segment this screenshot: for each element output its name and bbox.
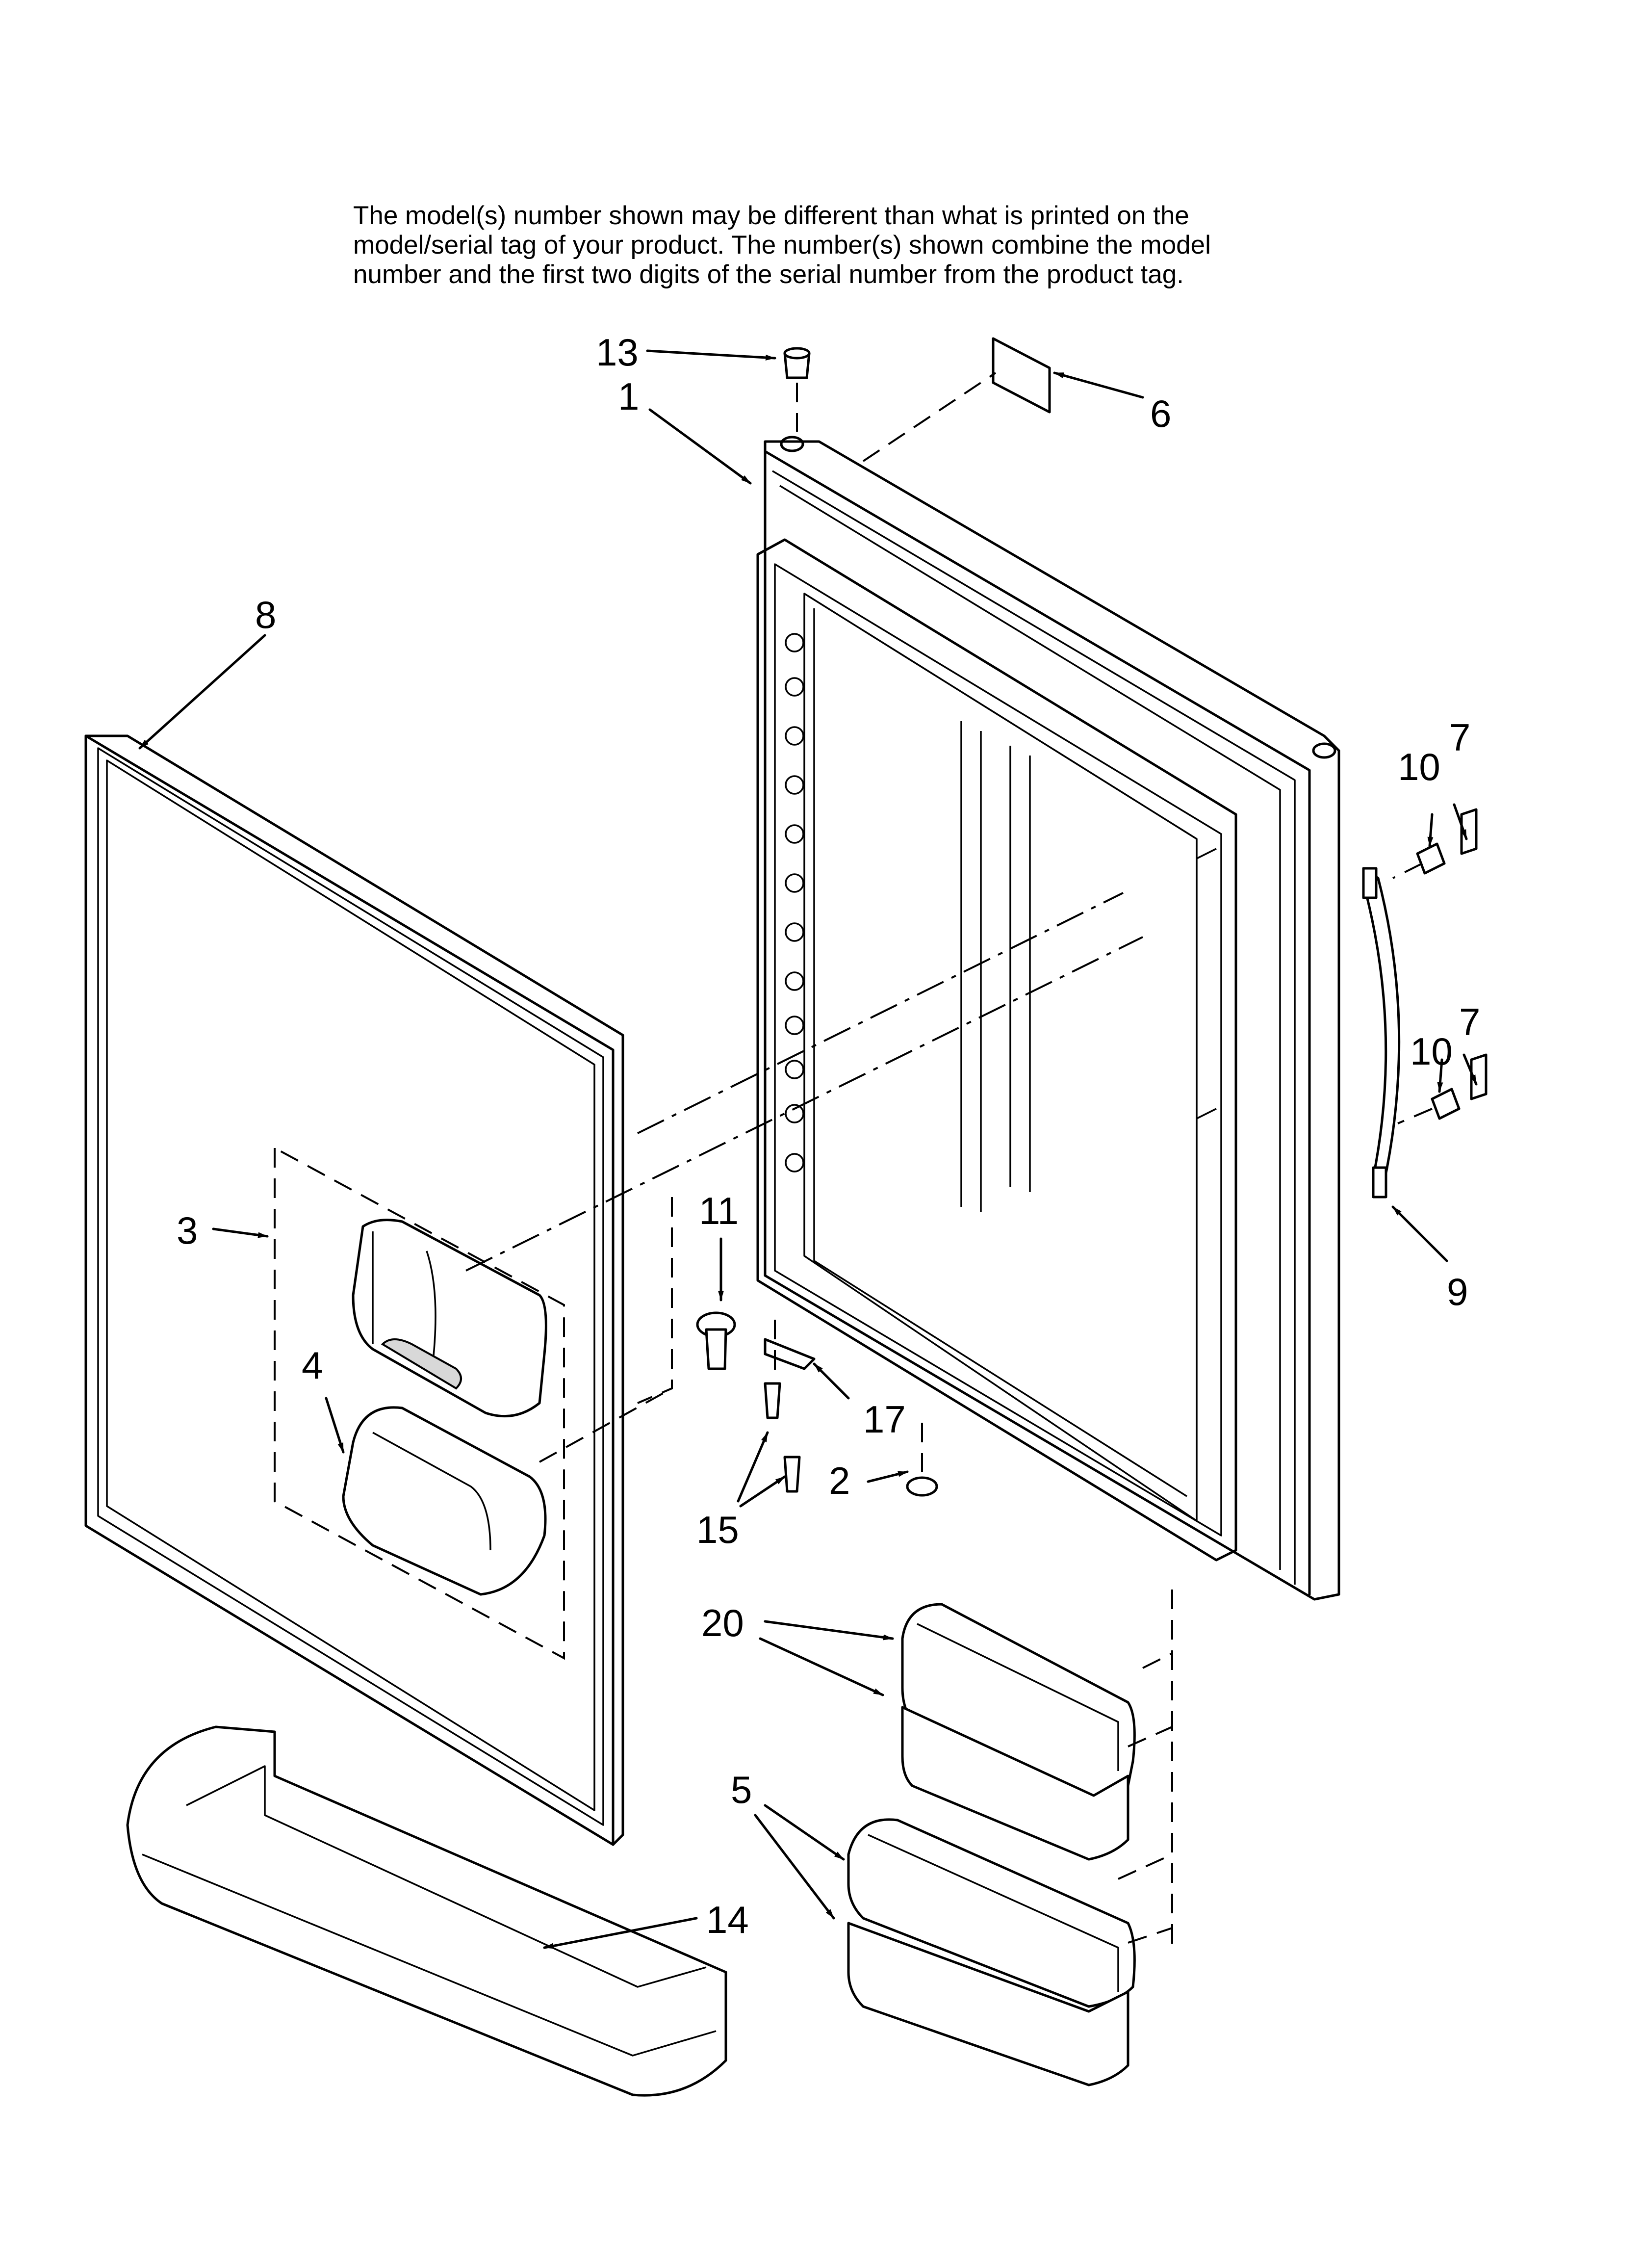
note-line-3: number and the first two digits of the s…	[353, 260, 1184, 289]
door-bins-lower	[847, 1818, 1136, 2086]
callout-7a: 7	[1449, 716, 1470, 759]
callout-5: 5	[731, 1768, 752, 1811]
callout-13: 13	[596, 331, 639, 374]
note-line-1: The model(s) number shown may be differe…	[353, 201, 1189, 230]
callout-1: 1	[618, 375, 639, 418]
callout-3: 3	[177, 1209, 198, 1252]
dispenser-assembly	[274, 1146, 565, 1660]
callout-labels: 13 1 6 8 7 10 7 10 9 3 4 11 17 2 15 20 5…	[177, 331, 1480, 1941]
door-liner	[756, 436, 1340, 1601]
small-parts	[696, 337, 1488, 1497]
callout-17: 17	[863, 1398, 906, 1441]
callout-arrows	[138, 349, 1478, 1949]
callout-2: 2	[829, 1459, 850, 1502]
assembly-lines	[465, 372, 1433, 1953]
door-handle	[1362, 867, 1401, 1199]
callout-10a: 10	[1398, 745, 1440, 788]
callout-20: 20	[701, 1601, 744, 1644]
callout-8: 8	[255, 593, 276, 636]
callout-7b: 7	[1459, 1000, 1480, 1043]
disclaimer-note: The model(s) number shown may be differe…	[353, 201, 1334, 289]
callout-9: 9	[1447, 1270, 1468, 1313]
bottom-bin	[126, 1725, 727, 2097]
note-line-2: model/serial tag of your product. The nu…	[353, 231, 1211, 260]
callout-14: 14	[706, 1898, 749, 1941]
callout-15: 15	[696, 1508, 739, 1551]
callout-6: 6	[1150, 392, 1171, 435]
callout-11: 11	[699, 1189, 739, 1232]
callout-4: 4	[302, 1344, 323, 1387]
door-bins-upper	[901, 1603, 1136, 1861]
callout-10b: 10	[1410, 1030, 1453, 1073]
